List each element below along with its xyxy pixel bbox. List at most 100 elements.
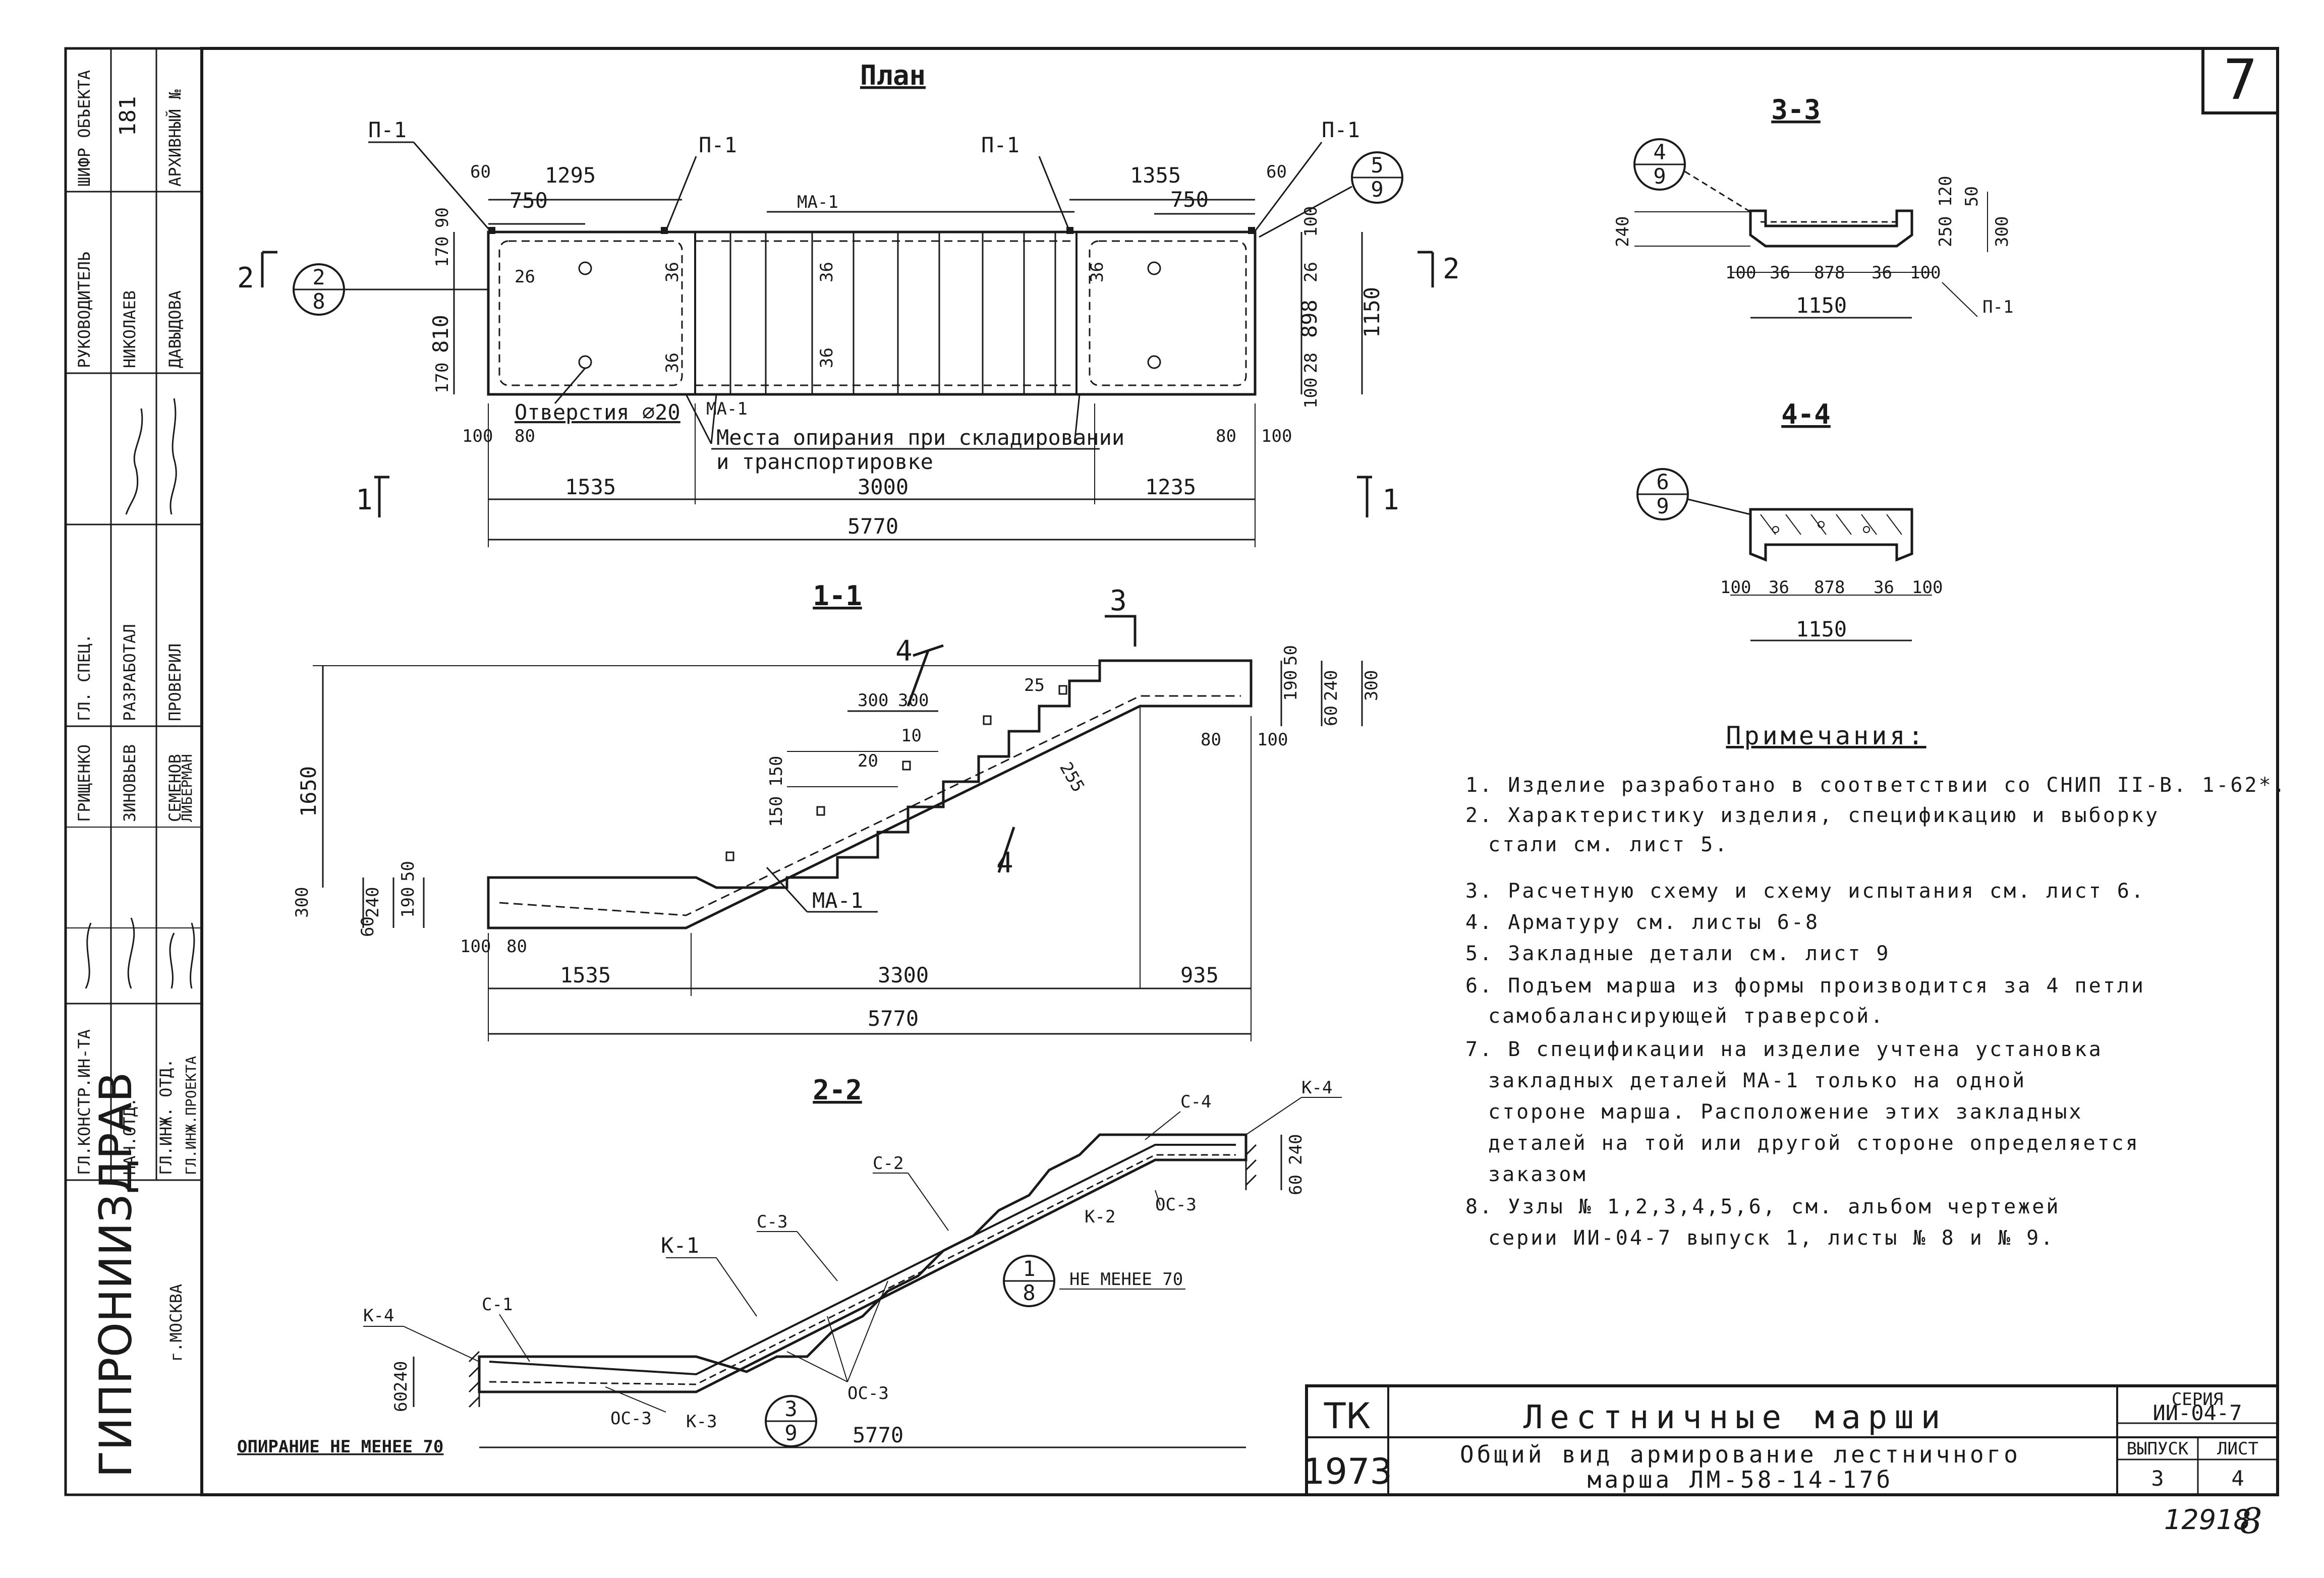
dim: 1150 [1359,287,1384,338]
dim: 60 [1321,706,1341,726]
dim: 60 [358,916,378,937]
sec44-title: 4-4 [1781,398,1831,430]
sec44-profile [1749,508,1913,562]
note-line: деталей на той или другой стороне опреде… [1488,1132,2140,1155]
hole [1147,261,1161,275]
tb-desc2: марша ЛМ-58-14-17б [1588,1466,1894,1493]
dim: 36 [1087,262,1107,282]
dim: 300 [1362,670,1382,701]
notes-title: Примечания: [1726,721,1926,750]
dim: 1535 [560,963,611,987]
dim: 20 [858,751,878,771]
signature-1 [125,398,177,515]
hole [578,261,592,275]
notes: Примечания: 1. Изделие разработано в соо… [1465,721,2285,1250]
support-note: ОПИРАНИЕ НЕ МЕНЕЕ 70 [237,1437,443,1457]
archive-number: 12918 [2164,1504,2251,1536]
section-mark-4: 4 [895,635,913,668]
strip-cell-shifr: ШИФР ОБЪЕКТА [75,70,94,187]
plan-view: План [237,60,1460,547]
svg-text:8: 8 [312,289,325,314]
strip-name-7: СЕМЕНОВ [165,754,185,822]
dim: 300 [858,690,888,711]
label-k2: К-2 [1085,1207,1115,1227]
section-mark-2: 2 [1443,253,1460,285]
note-line: закладных деталей МА-1 только на одной [1488,1069,2026,1092]
dim: 240 [363,887,383,918]
strip-role-5: ГЛ.КОНСТР.ИН-ТА [75,1029,94,1175]
callout-6-9: 6 9 [1636,468,1689,520]
plan-outline [487,230,1257,396]
label-c3: С-3 [757,1212,787,1232]
label-ma1: МА-1 [797,192,838,212]
tb-name: Лестничные марши [1523,1399,1948,1436]
dim: 80 [515,426,535,446]
label-c1: С-1 [482,1295,513,1315]
dim: 50 [1281,645,1301,666]
label-k3: К-3 [686,1412,717,1432]
dim: 36 [817,262,837,282]
dim: 80 [1216,426,1236,446]
dim: 100 [1301,378,1321,408]
dim: 36 [1872,263,1892,283]
strip-cell-archive: АРХИВНЫЙ № [165,89,185,187]
svg-text:1: 1 [1023,1256,1035,1281]
sec33-profile [1749,209,1913,248]
label-p1: П-1 [368,118,407,142]
dim: 36 [662,262,683,282]
dim: 190 [1281,670,1301,701]
strip-name-8: ЛИБЕРМАН [179,754,195,822]
dim: 300 [898,690,929,711]
dim: 36 [1769,577,1789,598]
svg-text:3: 3 [784,1396,797,1421]
dim: 100 [1301,206,1321,237]
sheet-number-box [2201,47,2279,114]
dim: 25 [1024,675,1045,695]
dim: 1150 [1796,617,1847,641]
signature-2 [85,917,195,989]
label-oc3: ОС-3 [610,1409,652,1429]
sheet-frame [200,47,2279,1496]
strip-name-0: НИКОЛАЕВ [120,290,139,368]
dim: 100 [1261,426,1292,446]
sec44-hatch [1760,514,1902,535]
strip-name-1: ДАВЫДОВА [165,290,185,368]
strip-cell-181: 181 [115,96,141,136]
tb-desc1: Общий вид армирование лестничного [1460,1441,2021,1468]
dim: 100 [460,937,491,957]
institute-city: г.МОСКВА [166,1284,186,1362]
dim: 80 [506,937,527,957]
dim: 26 [515,267,535,287]
hole [578,355,592,369]
note-line: стороне марша. Расположение этих закладн… [1488,1100,2083,1124]
dim: 5770 [853,1423,903,1447]
dim: 28 [1301,353,1321,373]
dim: 1295 [545,163,596,188]
dim: 100 [1912,577,1943,598]
svg-text:9: 9 [1656,494,1669,518]
dim: 10 [901,726,922,746]
note-line: 7. В спецификации на изделие учтена уста… [1465,1038,2103,1061]
dim: 170 [432,363,452,393]
section-mark-3: 3 [1110,585,1127,617]
sec22-profile [478,1133,1248,1393]
sec11-title: 1-1 [813,580,862,612]
page-number: 8 [2240,1500,2262,1542]
svg-text:2: 2 [312,265,325,289]
dim: 60 [391,1391,411,1412]
dim: 90 [432,207,452,228]
strip-role-0: РУКОВОДИТЕЛЬ [75,252,94,368]
title-block: ТК 1973 Лестничные марши Общий вид армир… [1302,1384,2279,1496]
dim: 50 [398,861,418,882]
dim: 1235 [1145,475,1196,499]
note-line: серии ИИ-04-7 выпуск 1, листы № 8 и № 9. [1488,1226,2055,1250]
dim: 240 [1321,670,1341,701]
dim: 250 [1936,216,1956,247]
dim: 255 [1055,759,1088,796]
dim: 3000 [858,475,909,499]
section-1-1: 1-1 3 4 4 МА-1 300 300 10 150 150 20 25 … [292,580,1382,1041]
note-line: 4. Арматуру см. листы 6-8 [1465,911,1820,934]
sec11-profile [487,659,1253,929]
dim: 240 [1613,216,1633,247]
